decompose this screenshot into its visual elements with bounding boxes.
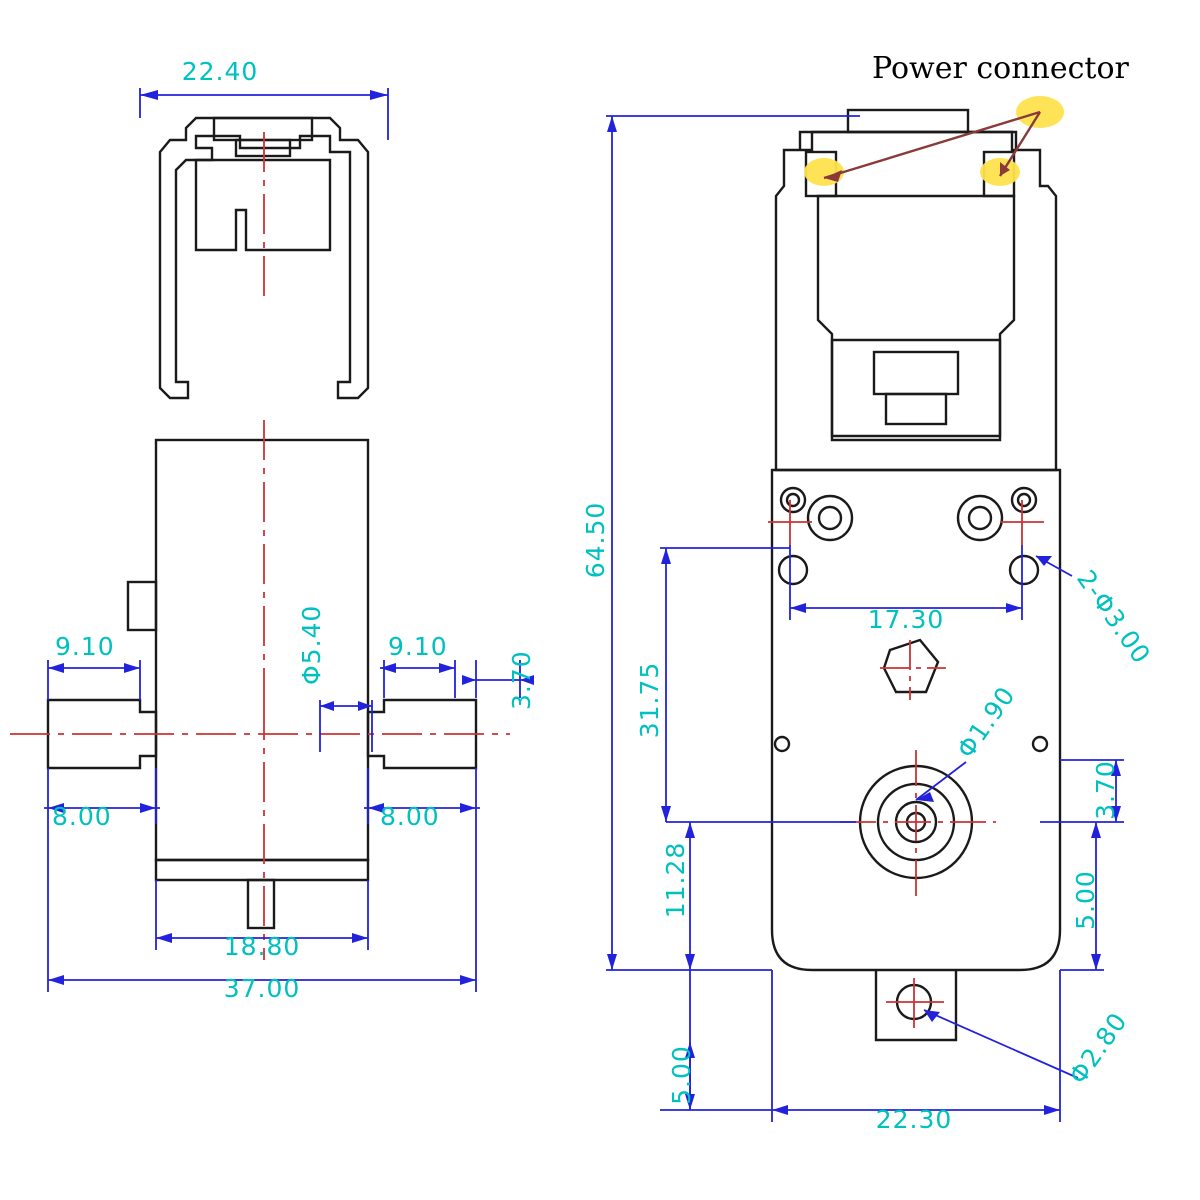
left-view-dimension-lines xyxy=(44,88,534,992)
dim-bottom-width: 22.30 xyxy=(876,1105,953,1134)
dim-mount-hole-spacing: 17.30 xyxy=(868,605,945,634)
right-view-outline xyxy=(770,108,1062,1042)
dim-bottom-hole-diameter: Φ2.80 xyxy=(1063,1007,1133,1089)
dim-shaft-left-length: 8.00 xyxy=(52,802,112,831)
dim-shaft-diameter: Φ5.40 xyxy=(297,605,326,685)
left-view-centerlines xyxy=(10,132,510,960)
power-connector-leader xyxy=(823,110,1042,182)
dim-height-to-axle: 31.75 xyxy=(635,662,664,739)
power-connector-label: Power connector xyxy=(872,51,1130,86)
left-view-group: 22.40 9.10 9.10 Φ5.40 3.70 8.00 8.00 18.… xyxy=(10,57,536,1003)
dim-mount-hole-diameter: 2-Φ3.00 xyxy=(1071,565,1156,670)
dim-body-width: 18.80 xyxy=(224,932,301,961)
dim-lower-offset: 11.28 xyxy=(661,842,690,919)
dim-shaft-left-offset: 9.10 xyxy=(55,632,115,661)
dim-shaft-right-length: 8.00 xyxy=(380,802,440,831)
dim-right-edge-offset: 3.70 xyxy=(1091,760,1120,820)
dim-shaft-right-offset: 9.10 xyxy=(388,632,448,661)
dim-bottom-offset: 5.00 xyxy=(667,1045,696,1105)
dim-overall-width: 37.00 xyxy=(224,974,301,1003)
right-view-dimension-lines xyxy=(606,115,1124,1122)
dim-width-top: 22.40 xyxy=(182,57,259,86)
right-view-group: Power connector xyxy=(581,51,1156,1134)
dim-axle-bore: Φ1.90 xyxy=(951,681,1021,763)
right-view-centerlines xyxy=(768,500,1044,1028)
dim-shaft-right-end: 3.70 xyxy=(507,650,536,710)
dim-overall-height: 64.50 xyxy=(581,502,610,579)
dim-bottom-tab-offset: 5.00 xyxy=(1071,870,1100,930)
